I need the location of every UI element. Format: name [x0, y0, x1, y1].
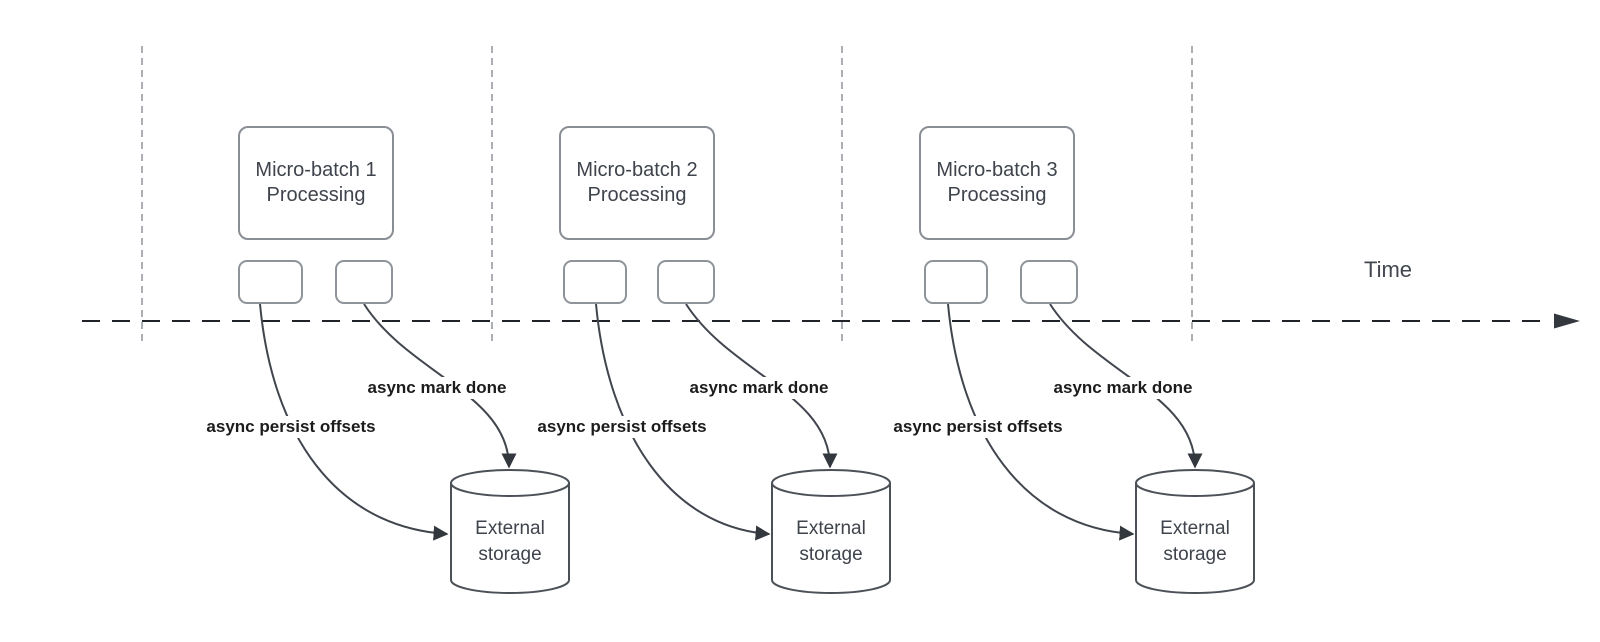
external-storage-label-3-line1: External [1160, 518, 1230, 539]
persist-offsets-arrow-1 [259, 303, 449, 541]
external-storage-cylinder-2 [771, 469, 891, 594]
persist-offsets-label-3: async persist offsets [889, 416, 1067, 438]
external-storage-cylinder-3 [1135, 469, 1255, 594]
external-storage-label-2: External storage [771, 516, 891, 568]
batch-1-subtask-box-left [238, 260, 303, 304]
micro-batch-2-title-line1: Micro-batch 2 [576, 159, 698, 181]
time-axis-arrowhead-icon [1554, 313, 1580, 329]
batch-1-subtask-box-right [335, 260, 393, 304]
mark-done-label-3: async mark done [1049, 377, 1197, 399]
micro-batch-2-title-line2: Processing [587, 184, 687, 206]
persist-offsets-label-1: async persist offsets [202, 416, 380, 438]
external-storage-label-3: External storage [1135, 516, 1255, 568]
batch-2-subtask-box-right [657, 260, 715, 304]
micro-batch-3-title-line2: Processing [947, 184, 1047, 206]
external-storage-label-2-line2: storage [799, 544, 863, 565]
micro-batch-1-title-line1: Micro-batch 1 [255, 159, 377, 181]
external-storage-cylinder-1 [450, 469, 570, 594]
micro-batch-3-box: Micro-batch 3 Processing [919, 126, 1075, 240]
mark-done-label-2: async mark done [685, 377, 833, 399]
external-storage-label-2-line1: External [796, 518, 866, 539]
micro-batch-1-box: Micro-batch 1 Processing [238, 126, 394, 240]
micro-batch-3-title-line1: Micro-batch 3 [936, 159, 1058, 181]
persist-offsets-arrow-2 [595, 303, 771, 541]
batch-3-subtask-box-left [924, 260, 988, 304]
external-storage-label-3-line2: storage [1163, 544, 1227, 565]
external-storage-label-1-line1: External [475, 518, 545, 539]
batch-2-subtask-box-left [563, 260, 627, 304]
persist-offsets-arrow-3 [947, 303, 1135, 541]
external-storage-label-1-line2: storage [478, 544, 542, 565]
persist-offsets-label-2: async persist offsets [533, 416, 711, 438]
time-label: Time [1363, 257, 1413, 282]
mark-done-label-1: async mark done [363, 377, 511, 399]
external-storage-label-1: External storage [450, 516, 570, 568]
micro-batch-2-box: Micro-batch 2 Processing [559, 126, 715, 240]
micro-batch-1-title-line2: Processing [266, 184, 366, 206]
batch-3-subtask-box-right [1020, 260, 1078, 304]
